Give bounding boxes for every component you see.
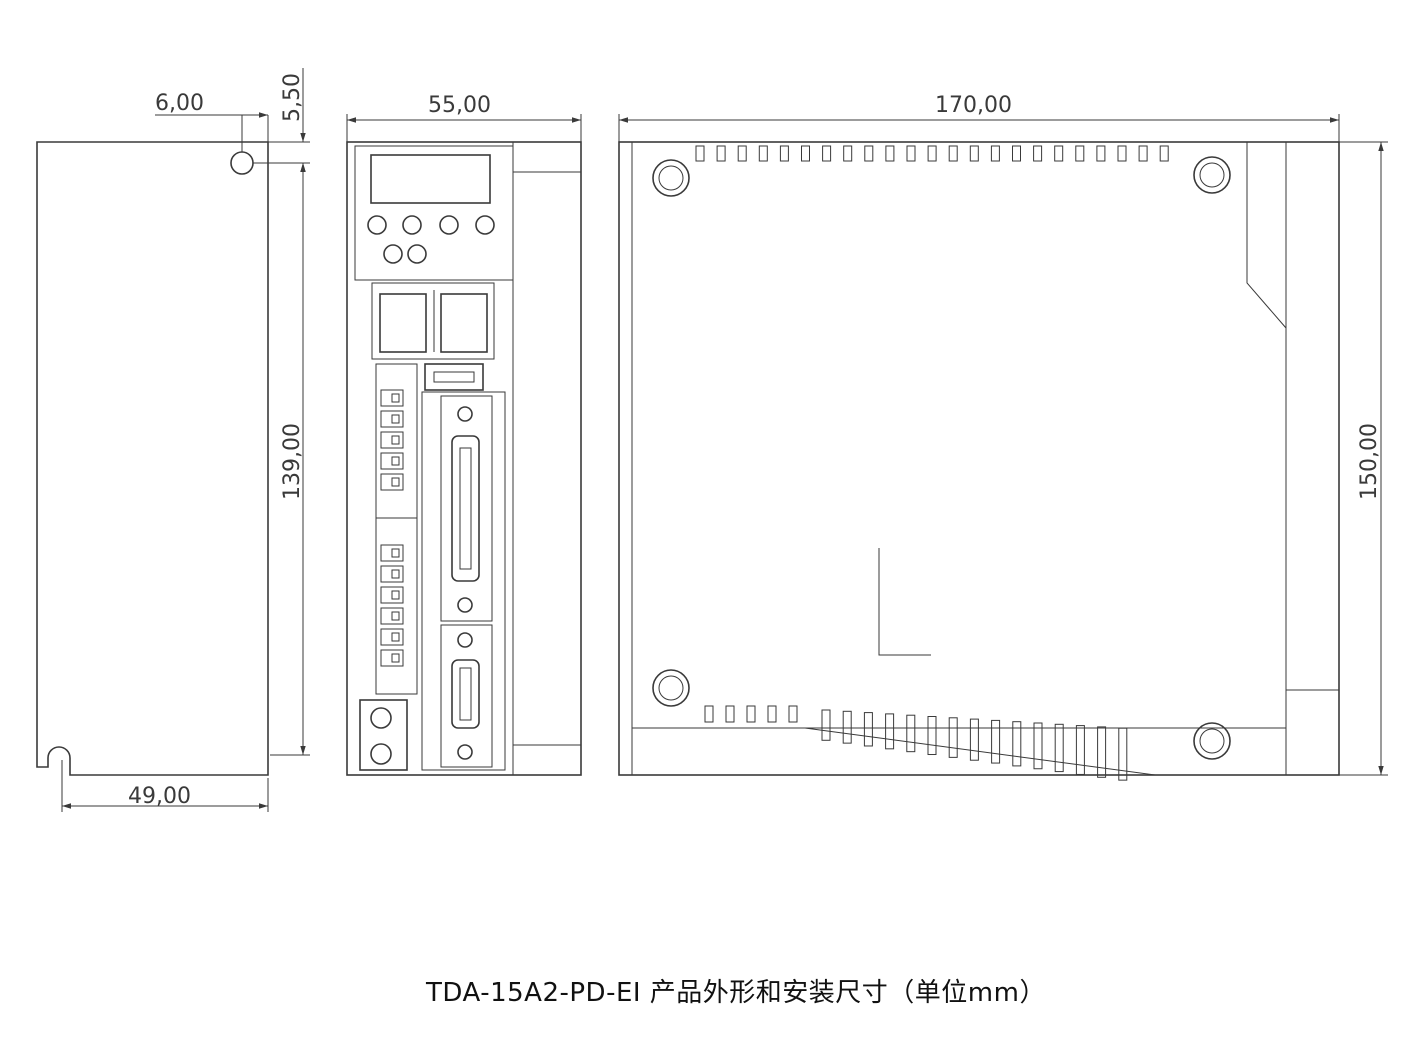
vent-slot xyxy=(788,705,798,723)
vent-slot xyxy=(1033,145,1043,162)
terminal-block-upper xyxy=(380,389,404,491)
terminal-screw xyxy=(391,548,400,558)
vent-slot xyxy=(821,709,831,741)
terminal-block-lower xyxy=(380,544,404,667)
vent-slot xyxy=(948,145,958,162)
vent-slot xyxy=(948,717,958,758)
display-window xyxy=(370,154,491,204)
terminal-pin xyxy=(380,431,404,449)
vent-slot xyxy=(863,712,873,747)
mounting-plate-view: 6,00 5,50 139,00 49,00 xyxy=(36,68,310,812)
vent-slot xyxy=(885,145,895,162)
front-panel-view: 55,00 xyxy=(346,93,582,776)
terminal-pin xyxy=(380,607,404,625)
terminal-screw xyxy=(391,611,400,621)
terminal-pin xyxy=(380,628,404,646)
dim-mount-offset-width: 6,00 xyxy=(155,91,204,116)
terminal-screw xyxy=(391,393,400,403)
drawing-caption: TDA-15A2-PD-EI 产品外形和安装尺寸（单位mm） xyxy=(426,978,1046,1008)
vent-slot xyxy=(737,145,747,162)
vent-slot xyxy=(969,145,979,162)
vent-slot xyxy=(758,145,768,162)
vent-slot xyxy=(990,145,1000,162)
terminal-screw xyxy=(391,414,400,424)
terminal-pin xyxy=(380,586,404,604)
terminal-pin xyxy=(380,565,404,583)
vent-slot xyxy=(746,705,756,723)
terminal-pin xyxy=(380,452,404,470)
vent-slot xyxy=(1118,727,1128,781)
screw-holes xyxy=(652,156,1231,760)
vent-slot xyxy=(906,714,916,753)
vent-slot xyxy=(1012,721,1022,767)
usb-port xyxy=(424,363,484,391)
vent-slot xyxy=(801,145,810,162)
vent-slot xyxy=(1097,726,1107,778)
terminal-pin xyxy=(380,649,404,667)
vent-slot xyxy=(1075,725,1085,775)
dim-top-height: 150,00 xyxy=(1357,423,1382,500)
vent-slot xyxy=(767,705,777,723)
vent-slot xyxy=(1033,722,1043,770)
dim-side-height: 139,00 xyxy=(280,423,305,500)
vent-slot xyxy=(969,718,979,761)
keypad-buttons xyxy=(367,215,495,264)
vent-slot xyxy=(906,145,916,162)
terminal-pin xyxy=(380,410,404,428)
dim-mount-offset-height: 5,50 xyxy=(280,73,305,122)
vent-slot xyxy=(991,719,1001,764)
power-sockets xyxy=(359,699,408,771)
vent-slot xyxy=(885,713,895,750)
communication-ports xyxy=(371,282,495,360)
vent-slot xyxy=(1138,145,1148,162)
l-mark xyxy=(878,548,931,656)
vent-slots-top xyxy=(695,145,1169,162)
side-body-view: 170,00 150,00 xyxy=(618,93,1388,781)
vent-slot xyxy=(1096,145,1106,162)
io-connector xyxy=(451,435,480,582)
vent-slot xyxy=(1054,145,1064,162)
dim-front-width: 55,00 xyxy=(428,93,491,118)
terminal-pin xyxy=(380,473,404,491)
vent-slot xyxy=(822,145,832,162)
vent-slot xyxy=(1054,723,1064,773)
vent-slot xyxy=(1012,145,1021,162)
terminal-screw xyxy=(391,632,400,642)
mounting-hole xyxy=(230,151,254,175)
encoder-connector xyxy=(451,659,480,729)
vent-slot xyxy=(716,145,726,162)
vent-slot xyxy=(842,710,852,744)
vent-slot xyxy=(843,145,853,162)
vent-slot xyxy=(1159,145,1169,162)
vent-slot xyxy=(704,705,714,723)
vent-slot xyxy=(927,145,937,162)
dim-side-width: 49,00 xyxy=(128,784,191,809)
vent-slot xyxy=(1117,145,1127,162)
vent-slot xyxy=(695,145,705,162)
vent-slot xyxy=(779,145,789,162)
terminal-screw xyxy=(391,569,400,579)
vent-slot xyxy=(1075,145,1085,162)
terminal-screw xyxy=(391,590,400,600)
terminal-pin xyxy=(380,389,404,407)
vent-slot xyxy=(864,145,874,162)
terminal-screw xyxy=(391,477,400,487)
terminal-screw xyxy=(391,435,400,445)
terminal-pin xyxy=(380,544,404,562)
terminal-screw xyxy=(391,653,400,663)
dim-top-length: 170,00 xyxy=(935,93,1012,118)
vent-slot xyxy=(725,705,735,723)
vent-slot xyxy=(927,716,937,756)
vent-slots-bottom xyxy=(704,705,1128,781)
terminal-screw xyxy=(391,456,400,466)
